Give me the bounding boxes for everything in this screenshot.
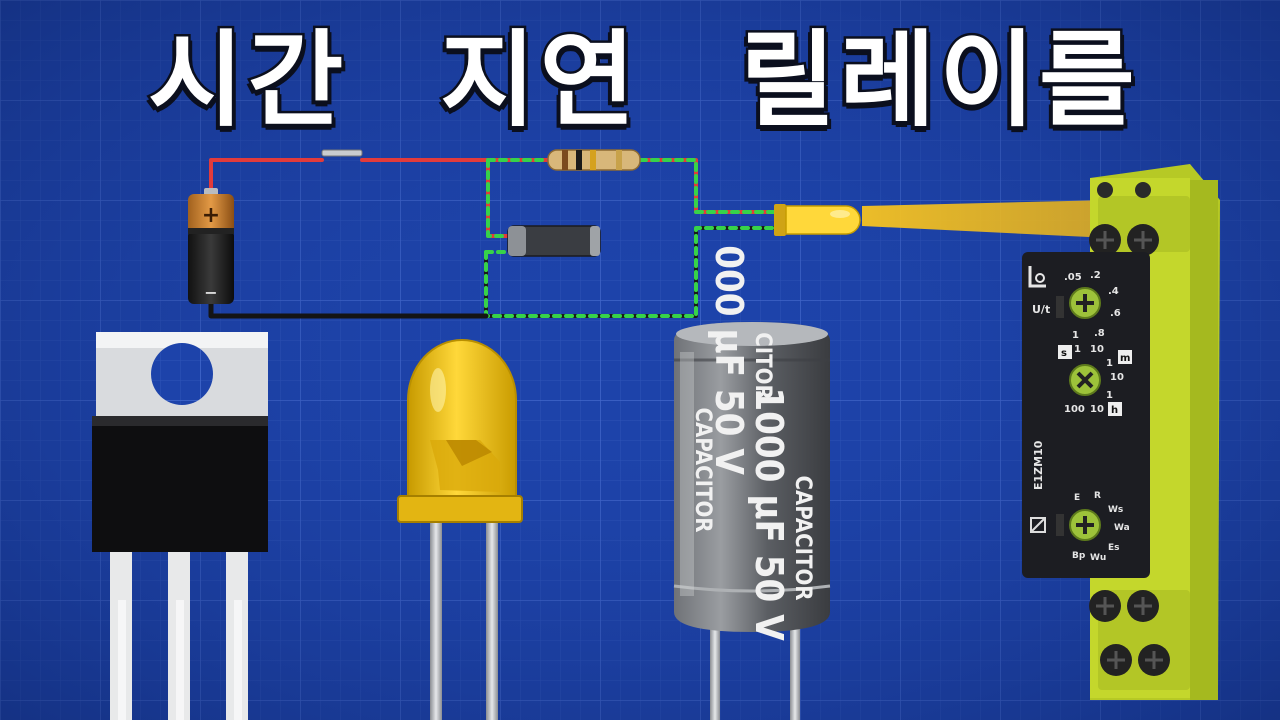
- dial1-tick-2: .4: [1108, 286, 1119, 297]
- dial3-tick-Ws: Ws: [1108, 505, 1123, 515]
- unit-s: s: [1061, 348, 1067, 359]
- capacitor-print-line-5: CAPACITOR: [690, 407, 715, 532]
- relay-dial3-ticks: E R Ws Wa Es Wu Bp: [1072, 491, 1130, 563]
- wire-black-battery: [208, 297, 489, 319]
- resistor-icon: [547, 149, 641, 171]
- capacitor-print-line-4: CITOR: [750, 332, 775, 399]
- dial2-h-10: 10: [1090, 404, 1104, 415]
- title-word-2: 지연: [437, 18, 640, 143]
- capacitor-print-line-3: 000 µF 50 V: [707, 245, 751, 475]
- relay-ut-label: U/t: [1032, 303, 1050, 316]
- dial3-tick-Es: Es: [1108, 543, 1120, 553]
- dial1-tick-0: .05: [1064, 272, 1082, 283]
- capacitor-print-line-2: CAPACITOR: [790, 475, 815, 600]
- dial3-tick-Wa: Wa: [1114, 523, 1130, 533]
- voltage-regulator-icon: [92, 332, 268, 720]
- dial1-tick-5: 1: [1072, 330, 1079, 341]
- switch-icon: [321, 149, 363, 157]
- dial2-m-1: 1: [1106, 358, 1113, 369]
- dial3-tick-Wu: Wu: [1090, 553, 1106, 563]
- capacitor-print-line-1: 1000 µF 50 V: [747, 387, 791, 641]
- dial1-tick-1: .2: [1090, 270, 1101, 281]
- battery-icon: [188, 188, 234, 304]
- small-led-icon: [774, 204, 861, 236]
- dial1-tick-3: .6: [1110, 308, 1121, 319]
- dial2-h-1: 1: [1106, 390, 1113, 401]
- wire-red-battery: [209, 158, 324, 192]
- dial2-s-10: 10: [1090, 344, 1104, 355]
- relay-dial2-labels: s m h 1 10 1 10 1 100 10: [1061, 344, 1130, 416]
- circuit-wires: [208, 158, 780, 319]
- title-word-3: 릴레이를: [738, 18, 1139, 143]
- dial3-tick-E: E: [1074, 493, 1080, 503]
- dial3-tick-R: R: [1094, 491, 1101, 501]
- electrolytic-capacitor-icon: [673, 322, 831, 720]
- dial1-tick-4: .8: [1094, 328, 1105, 339]
- title-word-1: 시간: [145, 18, 348, 143]
- relay-dial1-ticks: .05 .2 .4 .6 .8 1: [1064, 270, 1121, 341]
- small-capacitor-icon: [507, 225, 601, 257]
- battery-plus-label: +: [202, 203, 220, 228]
- unit-h: h: [1111, 405, 1118, 416]
- time-delay-relay-icon: [1022, 164, 1220, 700]
- led-icon: [397, 339, 523, 720]
- relay-model-label: E1ZM10: [1032, 440, 1045, 490]
- led-light-beam: [862, 200, 1110, 238]
- dial2-s-1: 1: [1074, 344, 1081, 355]
- dial2-m-10: 10: [1110, 372, 1124, 383]
- unit-m: m: [1120, 353, 1130, 364]
- dial2-h-100: 100: [1064, 404, 1085, 415]
- battery-minus-label: −: [204, 283, 217, 302]
- dial3-tick-Bp: Bp: [1072, 551, 1086, 561]
